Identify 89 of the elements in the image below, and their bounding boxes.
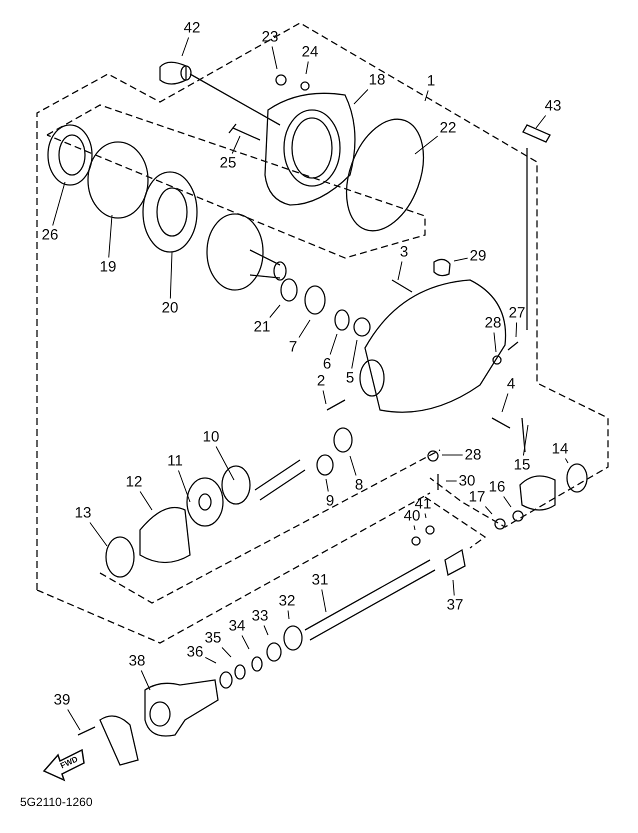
leader-line [67, 709, 80, 730]
callout-number: 39 [52, 692, 72, 708]
leader-line [516, 322, 518, 338]
callout-number: 21 [252, 318, 272, 336]
callout-number: 15 [512, 456, 532, 474]
leader-line [398, 261, 402, 280]
leader-line [306, 61, 309, 74]
callout-number: 43 [544, 98, 562, 114]
callout-number: 18 [368, 72, 386, 88]
callout-number: 29 [468, 248, 488, 264]
leader-line [424, 90, 429, 102]
callout-number: 4 [506, 376, 516, 392]
callout-number: 38 [128, 652, 146, 670]
leader-line [232, 136, 240, 154]
leader-line [414, 525, 416, 530]
leader-line [522, 424, 528, 456]
leader-line [484, 506, 492, 514]
leader-line [322, 390, 326, 404]
callout-number: 28 [484, 314, 502, 332]
leader-line [330, 334, 338, 355]
leader-line [452, 580, 455, 596]
callout-number: 32 [278, 592, 296, 610]
callout-number: 16 [488, 478, 506, 496]
leader-line [108, 214, 112, 258]
callout-number: 31 [310, 572, 330, 588]
leader-line [178, 470, 190, 502]
direction-label: FWD [58, 754, 80, 770]
leader-line [564, 458, 568, 464]
leader-line [52, 182, 66, 226]
leader-line [493, 332, 496, 352]
leader-line [424, 513, 426, 518]
leader-line [298, 320, 310, 338]
callout-number: 27 [508, 304, 526, 322]
callout-number: 11 [166, 452, 184, 470]
leader-line [269, 304, 280, 318]
callout-number: 13 [74, 504, 92, 522]
callout-number: 5 [344, 370, 356, 386]
callout-number: 36 [186, 644, 204, 660]
callout-number: 20 [160, 300, 180, 316]
callout-number: 10 [202, 428, 220, 446]
callout-number: 23 [260, 28, 280, 46]
callout-number: 26 [40, 226, 60, 244]
callout-number: 34 [228, 618, 246, 634]
leader-line [182, 37, 190, 56]
callout-number: 2 [316, 372, 326, 390]
callout-number: 30 [458, 472, 476, 490]
leader-line [288, 610, 290, 620]
leader-line [170, 252, 172, 299]
leader-line [503, 496, 512, 508]
leader-line [414, 136, 438, 154]
leader-line [350, 456, 357, 476]
callout-number: 7 [288, 338, 298, 356]
leader-line [222, 647, 232, 658]
leader-line [241, 635, 250, 650]
callout-number: 8 [354, 476, 364, 494]
drawing-code: 5G2110-1260 [20, 795, 93, 809]
callout-number: 25 [218, 154, 238, 172]
callout-number: 28 [464, 446, 482, 464]
callout-number: 37 [446, 596, 464, 614]
callout-number: 17 [468, 488, 486, 506]
leader-line [321, 589, 326, 612]
callout-number: 35 [204, 630, 222, 646]
leader-line [502, 393, 508, 412]
callout-number: 14 [550, 440, 570, 458]
leader-line [351, 340, 358, 369]
callout-number: 24 [300, 44, 320, 60]
leader-line [264, 625, 268, 636]
leader-line [140, 491, 152, 510]
callout-number: 6 [322, 356, 332, 372]
leader-line [454, 258, 468, 262]
callout-number: 40 [402, 508, 422, 524]
leader-line [354, 89, 368, 104]
callout-number: 1 [426, 72, 436, 90]
leader-line [216, 446, 234, 480]
callout-number: 22 [438, 120, 458, 136]
leader-line [326, 478, 329, 492]
leader-line [446, 480, 458, 482]
callout-number: 3 [398, 244, 410, 260]
leader-line [140, 670, 150, 690]
leader-line [442, 454, 464, 456]
callout-number: 19 [98, 258, 118, 276]
leader-line [89, 522, 108, 546]
leader-line [204, 656, 216, 664]
callout-number: 9 [324, 492, 336, 510]
callout-number: 33 [250, 608, 270, 624]
callout-number: 12 [124, 474, 144, 490]
leader-line [536, 115, 546, 128]
callout-number: 42 [182, 20, 202, 36]
leader-line [272, 46, 278, 70]
